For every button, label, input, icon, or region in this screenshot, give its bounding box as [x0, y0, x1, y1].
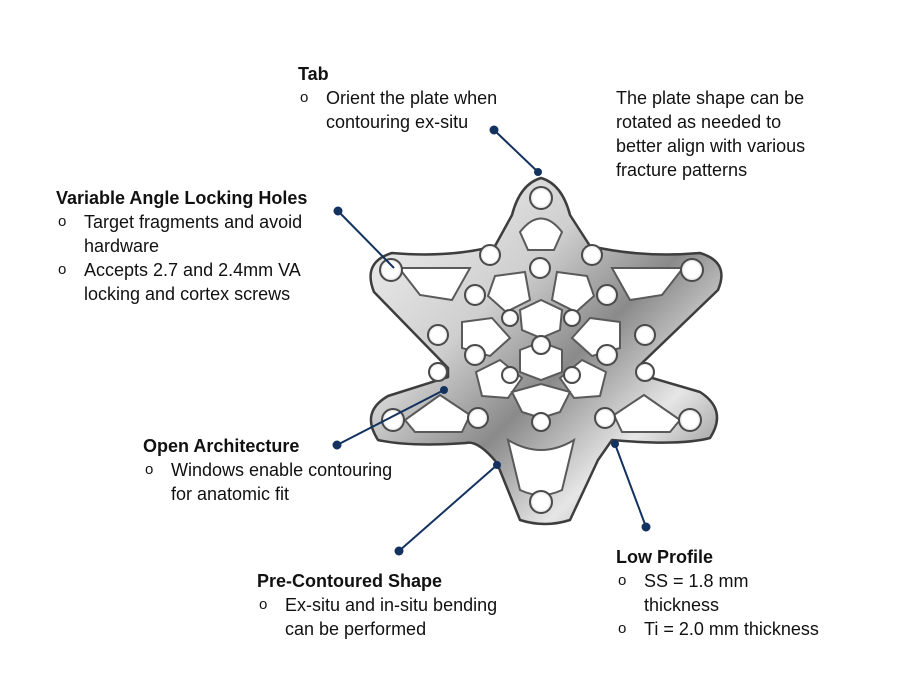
bullet-glyph: o: [58, 261, 67, 278]
callout-title: Low Profile: [616, 547, 714, 567]
callout-title: Variable Angle Locking Holes: [56, 188, 308, 208]
bullet-glyph: o: [145, 461, 154, 478]
callout-title: Tab: [298, 64, 329, 84]
bullet-glyph: o: [300, 89, 309, 106]
leader-lines: [332, 125, 651, 556]
rotation-note: The plate shape can be rotated as needed…: [616, 88, 806, 180]
bullet-glyph: o: [618, 572, 627, 589]
callout-title: Pre-Contoured Shape: [257, 571, 443, 591]
bullet-glyph: o: [58, 213, 67, 230]
callout-title: Open Architecture: [143, 436, 300, 456]
bullet-glyph: o: [618, 620, 627, 637]
bullet-glyph: o: [259, 596, 268, 613]
variable-angle-locking-holes: [379, 186, 704, 514]
